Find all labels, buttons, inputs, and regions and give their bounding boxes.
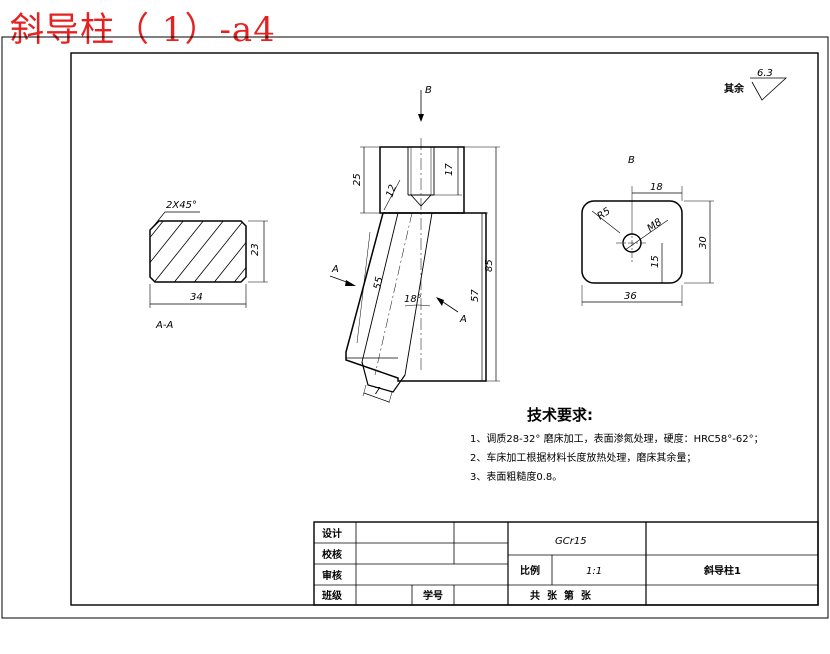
tech-heading: 技术要求: [527,406,593,424]
tb-scale-label: 比例 [520,564,540,577]
height-15-dim: 15 [650,255,661,268]
main-view: B 25 17 12 85 [329,85,500,404]
section-hatch [150,221,246,282]
width-34-dim: 34 [190,292,203,303]
tb-part-name: 斜导柱1 [703,564,741,577]
tech-item-3: 3、表面粗糙度0.8。 [470,470,562,483]
chamfer-dim: 2X45° [166,200,197,211]
height-85-dim: 85 [484,259,495,272]
width-36-dim: 36 [624,291,637,302]
tb-review: 审核 [322,569,342,582]
tb-material: GCr15 [555,536,587,547]
outer-border [1,36,829,619]
view-b: B 18 30 36 15 R5 M8 [581,155,714,306]
roughness-value: 6.3 [757,68,773,79]
view-b-label: B [628,155,635,166]
tb-check: 校核 [322,548,342,561]
roughness-label: 其余 [724,82,745,95]
tech-item-2: 2、车床加工根据材料长度放热处理，磨床其余量； [470,451,696,464]
width-18-dim: 18 [650,182,663,193]
tb-class: 班级 [322,589,343,602]
angle-18-dim: 18° [404,294,422,305]
depth-17-dim: 17 [444,163,455,176]
tb-scale: 1:1 [586,566,602,577]
tb-student-no: 学号 [423,589,443,602]
section-outline [149,220,247,283]
view-b-arrow-label: B [425,85,432,96]
view-a-arrow-label-left: A [331,264,339,275]
dim-12: 12 [384,183,399,199]
height-25-dim: 25 [352,173,363,186]
r5-dim: R5 [595,206,612,223]
section-label: A-A [155,320,173,331]
length-55-dim: 55 [372,276,385,291]
technical-requirements: 技术要求: 1、调质28-32° 磨床加工，表面渗氮处理，硬度：HRC58°-6… [470,406,764,483]
tech-item-1: 1、调质28-32° 磨床加工，表面渗氮处理，硬度：HRC58°-62°； [470,432,764,445]
height-30-dim: 30 [698,236,709,249]
tb-design: 设计 [322,527,342,540]
view-a-arrow-label-right: A [459,314,467,325]
drawing-title: 斜导柱（ 1）-a4 [10,10,276,50]
width-7-dim: 7 [374,386,381,397]
m8-dim: M8 [645,217,664,235]
title-block [313,521,819,606]
height-57-dim: 57 [470,289,481,302]
section-view: 2X45° 34 23 A-A [149,200,268,331]
tb-sheets: 共 张 第 张 [530,589,592,602]
top-block [379,146,465,214]
height-23-dim: 23 [250,243,261,256]
surface-roughness: 其余 6.3 [724,68,788,101]
